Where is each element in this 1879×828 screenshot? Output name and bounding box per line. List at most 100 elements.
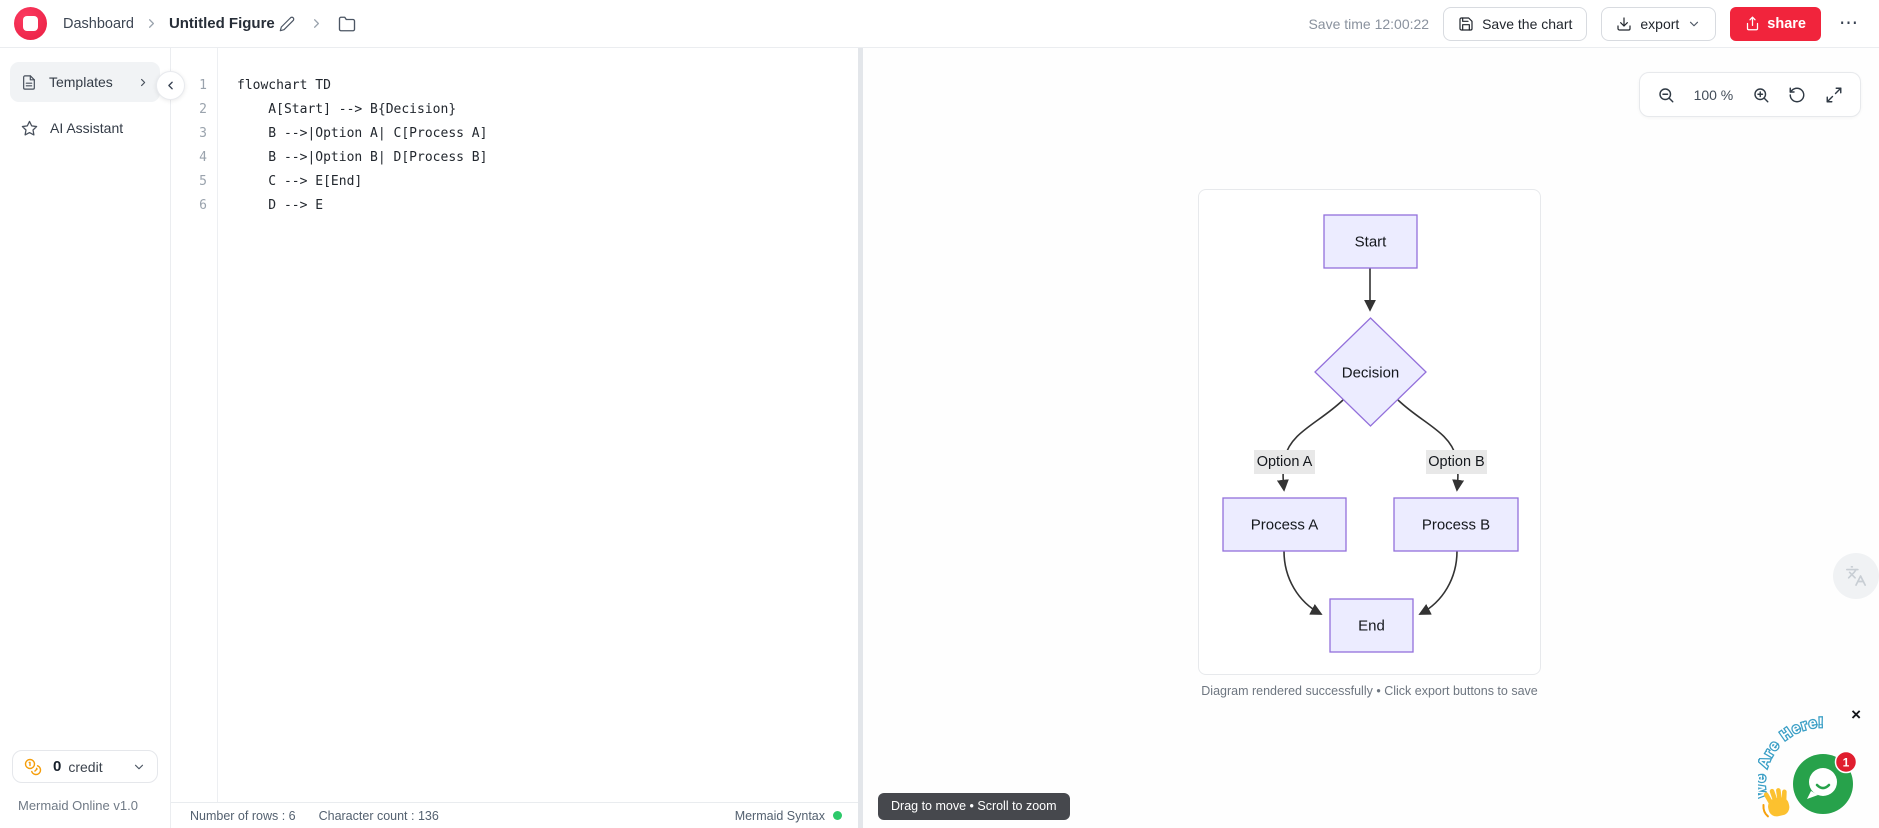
- line-number: 3: [199, 126, 207, 141]
- zoom-toolbar: 100 %: [1639, 72, 1861, 117]
- credit-count: 0: [53, 758, 62, 775]
- star-icon: [21, 120, 38, 136]
- chat-widget: × We Are Here!: [1758, 698, 1879, 828]
- svg-text:1: 1: [1843, 756, 1850, 770]
- sidebar-collapse-button[interactable]: [156, 71, 185, 100]
- fullscreen-button[interactable]: [1825, 86, 1843, 104]
- line-number: 6: [199, 198, 207, 213]
- sidebar-bottom: 0 credit Mermaid Online v1.0: [0, 740, 170, 828]
- chevron-right-icon: [144, 16, 159, 31]
- zoom-in-icon: [1754, 87, 1769, 102]
- node-process-a: [1222, 497, 1347, 552]
- sidebar-item-ai-assistant[interactable]: AI Assistant: [10, 108, 160, 148]
- chevron-left-icon: [168, 81, 173, 90]
- sidebar-nav: Templates AI Assistant: [0, 48, 170, 162]
- code-area[interactable]: 1 2 3 4 5 6 flowchart TD A[Start] --> B{…: [171, 48, 858, 802]
- breadcrumb-dashboard[interactable]: Dashboard: [63, 15, 134, 32]
- edge-label-bg: [1426, 450, 1487, 474]
- chevron-right-icon: [309, 16, 324, 31]
- line-number: 2: [199, 102, 207, 117]
- node-end: [1329, 598, 1414, 653]
- download-icon: [1617, 16, 1631, 31]
- zoom-level-label: 100 %: [1693, 86, 1734, 103]
- chat-widget-graphic: We Are Here!: [1758, 713, 1858, 818]
- waving-hand-icon: [1762, 788, 1790, 818]
- line-number: 1: [199, 78, 207, 93]
- main-area: Templates AI Assistant 0 credit: [0, 48, 1879, 828]
- edge-processB-end: [1418, 550, 1458, 615]
- share-button[interactable]: share: [1730, 6, 1821, 41]
- code-editor: 1 2 3 4 5 6 flowchart TD A[Start] --> B{…: [171, 48, 858, 828]
- edge-label-bg: [1254, 450, 1315, 474]
- sidebar-item-label: Templates: [48, 74, 113, 90]
- syntax-label: Mermaid Syntax: [734, 808, 825, 823]
- code-line: D --> E: [237, 198, 324, 213]
- sidebar: Templates AI Assistant 0 credit: [0, 48, 185, 828]
- code-line: flowchart TD: [237, 78, 331, 93]
- document-icon: [23, 74, 35, 90]
- page-title: Untitled Figure: [168, 15, 275, 32]
- code-line: B -->|Option B| D[Process B]: [237, 150, 488, 165]
- coins-icon: [24, 758, 42, 775]
- zoom-out-button[interactable]: [1657, 86, 1675, 104]
- node-label: Decision: [1342, 365, 1400, 382]
- app-logo[interactable]: [14, 7, 47, 40]
- chevron-right-icon: [140, 78, 145, 86]
- preview-pane: 100 %: [863, 48, 1879, 828]
- sidebar-item-templates[interactable]: Templates: [10, 62, 160, 102]
- line-number-gutter: 1 2 3 4 5 6: [171, 48, 218, 802]
- translate-button[interactable]: [1833, 553, 1879, 599]
- folder-icon[interactable]: [334, 11, 360, 37]
- char-count-label: Character count : 136: [318, 808, 439, 823]
- save-time-label: Save time 12:00:22: [1308, 15, 1430, 32]
- edge-label: Option A: [1257, 454, 1313, 470]
- diagram-canvas[interactable]: Option A Option B Start Decisio: [1198, 189, 1541, 675]
- node-process-b: [1393, 497, 1519, 552]
- rename-pencil-icon[interactable]: [275, 12, 299, 36]
- more-menu-button[interactable]: ⋯: [1835, 12, 1863, 35]
- code-line: C --> E[End]: [237, 174, 363, 189]
- export-button[interactable]: export: [1601, 6, 1717, 41]
- line-number: 4: [199, 150, 207, 165]
- node-label: Process B: [1422, 517, 1490, 534]
- edge-label: Option B: [1428, 454, 1484, 470]
- credit-button[interactable]: 0 credit: [12, 750, 158, 783]
- flowchart-svg: Option A Option B Start Decisio: [1222, 214, 1519, 653]
- save-chart-button[interactable]: Save the chart: [1443, 6, 1588, 41]
- editor-statusbar: Number of rows : 6 Character count : 136…: [171, 802, 858, 828]
- line-number: 5: [199, 174, 207, 189]
- translate-icon: [1846, 566, 1866, 586]
- zoom-in-button[interactable]: [1752, 86, 1770, 104]
- node-start: [1323, 214, 1418, 269]
- node-label: Process A: [1251, 517, 1319, 534]
- edge-decision-processB: [1397, 399, 1465, 492]
- code-text[interactable]: flowchart TD A[Start] --> B{Decision} B …: [218, 48, 858, 802]
- pane-resize-handle[interactable]: [858, 48, 863, 828]
- expand-icon: [1826, 87, 1842, 102]
- reset-view-button[interactable]: [1788, 86, 1806, 104]
- code-line: B -->|Option A| C[Process A]: [237, 126, 488, 141]
- reset-rotate-icon: [1789, 87, 1805, 102]
- credit-label: credit: [68, 758, 103, 775]
- app-version-label: Mermaid Online v1.0: [18, 798, 138, 813]
- row-count-label: Number of rows : 6: [190, 808, 296, 823]
- chat-unread-badge: 1: [1834, 750, 1858, 774]
- chevron-down-icon: [1690, 21, 1699, 26]
- topbar: Dashboard Untitled Figure Save time 12:0…: [0, 0, 1879, 48]
- code-line: A[Start] --> B{Decision}: [237, 102, 457, 117]
- app-logo-icon: [23, 16, 38, 31]
- render-status-message: Diagram rendered successfully • Click ex…: [1201, 684, 1538, 698]
- edge-decision-processA: [1276, 399, 1344, 492]
- canvas-hint-tooltip: Drag to move • Scroll to zoom: [878, 793, 1070, 820]
- syntax-ok-indicator: [833, 811, 842, 820]
- node-decision: [1314, 317, 1427, 427]
- zoom-out-icon: [1659, 87, 1674, 102]
- chevron-down-icon: [132, 760, 146, 774]
- node-label: Start: [1355, 234, 1388, 251]
- save-icon: [1459, 16, 1473, 31]
- node-label: End: [1358, 618, 1385, 635]
- edge-processA-end: [1283, 550, 1323, 615]
- chat-close-button[interactable]: ×: [1851, 705, 1861, 724]
- sidebar-item-label: AI Assistant: [50, 120, 124, 136]
